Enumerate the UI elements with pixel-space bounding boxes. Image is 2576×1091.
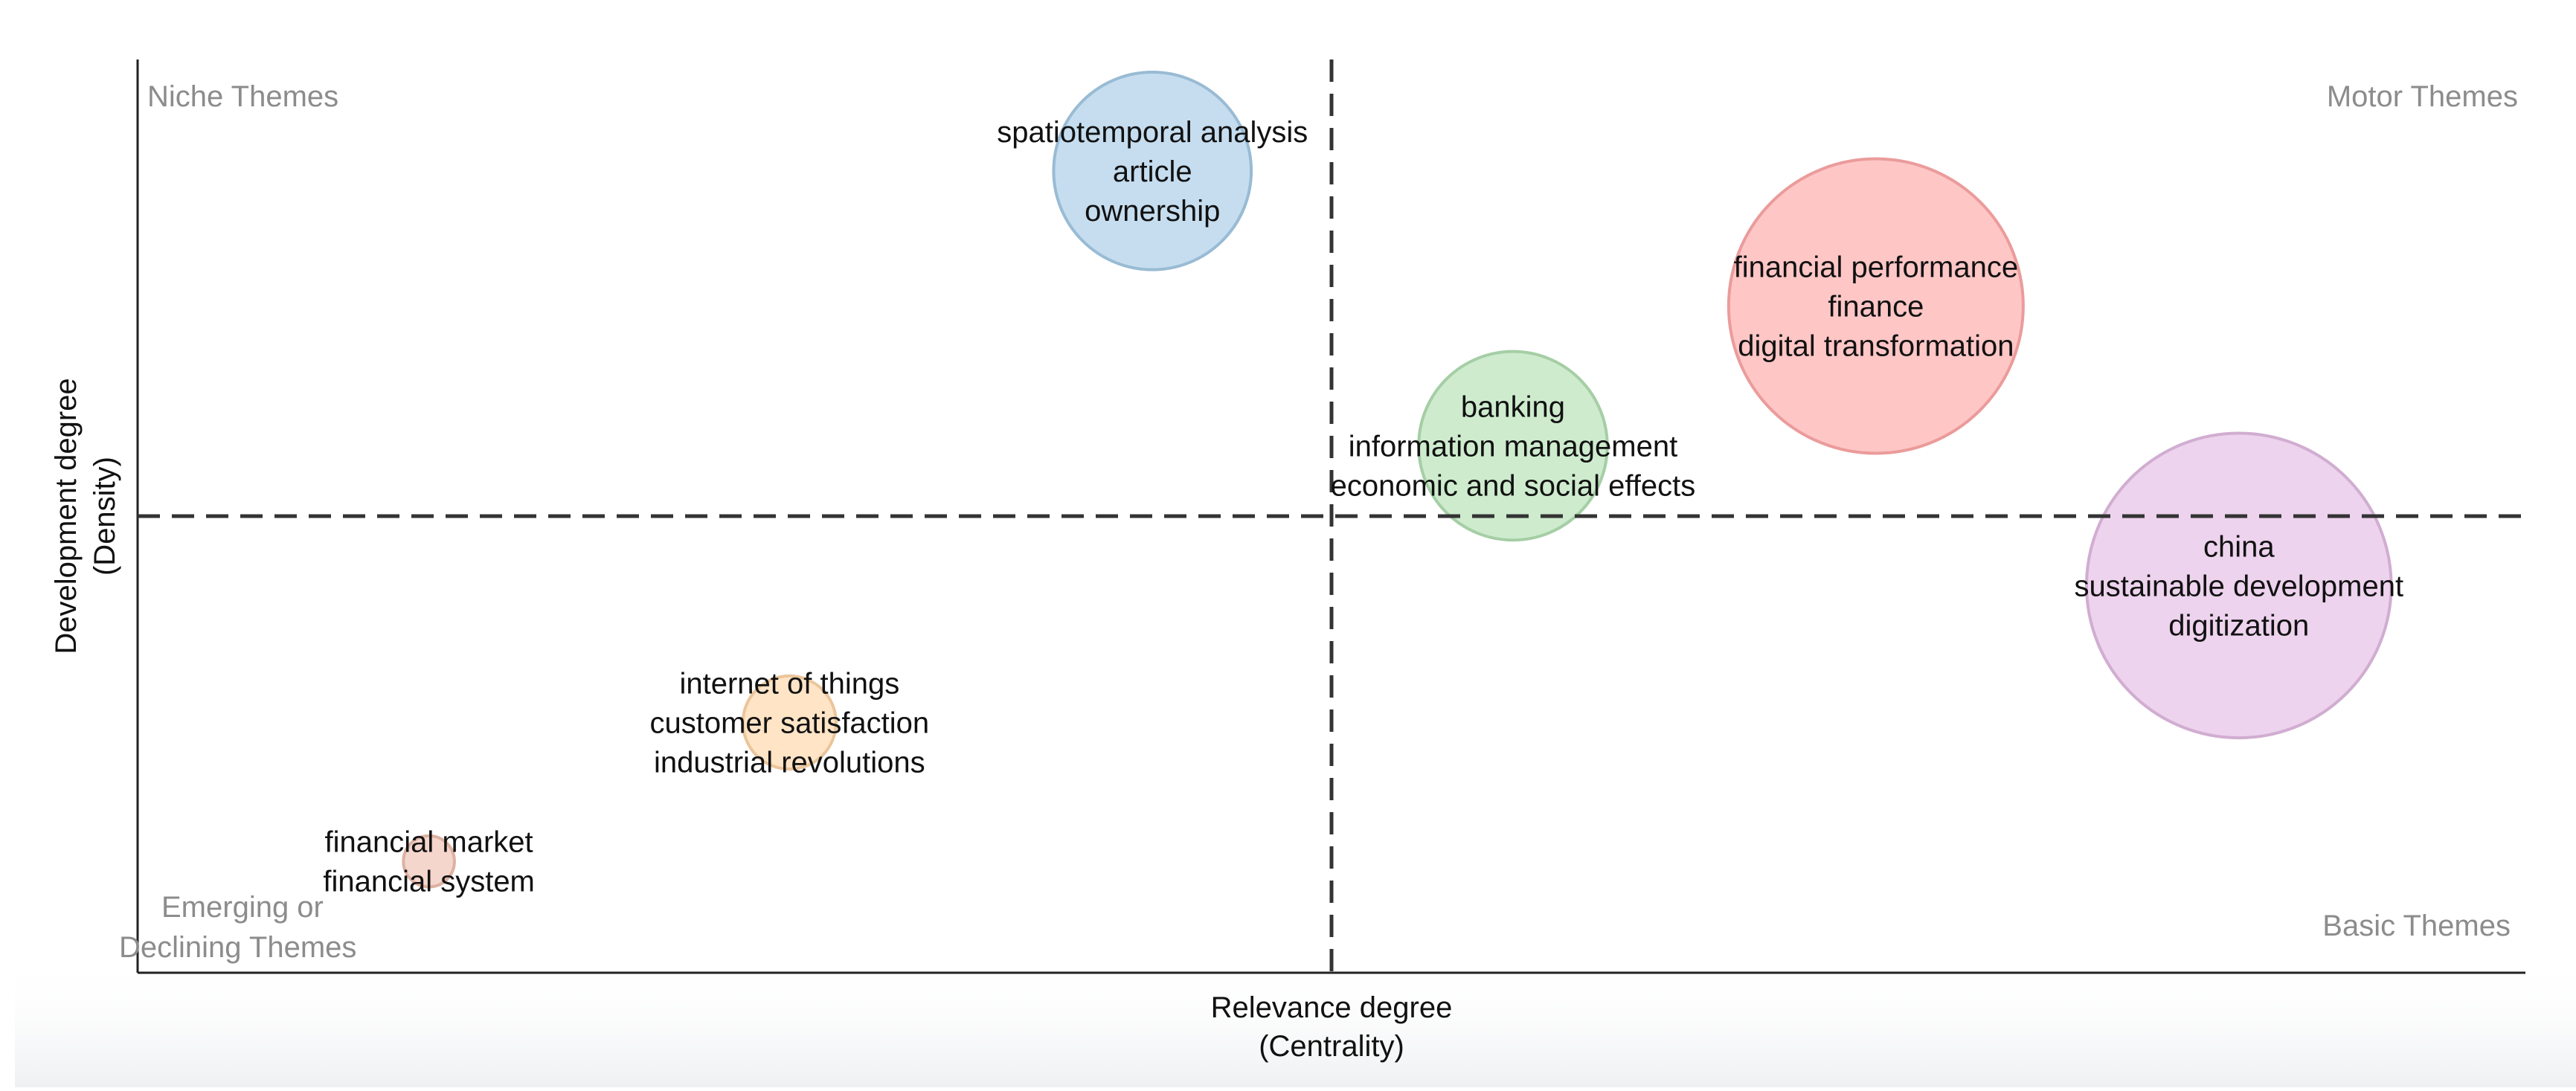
theme-bubble-4 — [2084, 431, 2393, 740]
theme-4-label-1: china — [2203, 530, 2275, 563]
theme-bubble-1 — [1052, 70, 1253, 271]
theme-4-label-3: digitization — [2168, 609, 2309, 642]
theme-3-label-2: information management — [1349, 430, 1677, 463]
quadrant-label-emerging-line-1: Emerging or — [161, 891, 324, 924]
x-axis-label-line-1: Relevance degree — [1211, 991, 1453, 1024]
theme-1-label-1: spatiotemporal analysis — [997, 116, 1308, 149]
theme-3-label-1: banking — [1461, 390, 1565, 423]
bottom-fade-band — [15, 956, 2576, 1087]
theme-2-label-3: digital transformation — [1738, 330, 2014, 363]
theme-5-label-1: internet of things — [679, 668, 899, 701]
x-axis-label-line-2: (Centrality) — [1259, 1030, 1404, 1063]
theme-bubble-6 — [402, 834, 456, 889]
quadrant-label-motor-themes: Motor Themes — [2327, 80, 2518, 113]
theme-1-label-3: ownership — [1085, 195, 1220, 228]
bubble-labels-layer: spatiotemporal analysis article ownership f… — [323, 116, 2403, 898]
theme-bubble-5 — [741, 674, 838, 771]
theme-6-label-2: financial system — [323, 866, 535, 898]
y-axis-label-line-1: Development degree — [50, 378, 83, 654]
quadrant-label-basic-themes: Basic Themes — [2322, 910, 2511, 942]
theme-1-label-2: article — [1113, 155, 1192, 188]
theme-bubble-3 — [1417, 350, 1609, 542]
bubbles-layer — [402, 70, 2393, 889]
theme-bubble-2 — [1727, 157, 2025, 455]
theme-2-label-1: financial performance — [1734, 251, 2018, 284]
quadrant-label-emerging-line-2: Declining Themes — [119, 931, 356, 964]
theme-6-label-1: financial market — [325, 826, 533, 859]
theme-4-label-2: sustainable development — [2075, 570, 2404, 602]
theme-2-label-2: finance — [1828, 291, 1924, 324]
theme-5-label-2: customer satisfaction — [649, 707, 929, 740]
reference-lines — [138, 59, 2525, 973]
theme-5-label-3: industrial revolutions — [654, 747, 925, 779]
y-axis-label-line-2: (Density) — [89, 457, 121, 576]
quadrant-label-niche-themes: Niche Themes — [147, 80, 338, 113]
theme-3-label-3: economic and social effects — [1331, 469, 1696, 502]
